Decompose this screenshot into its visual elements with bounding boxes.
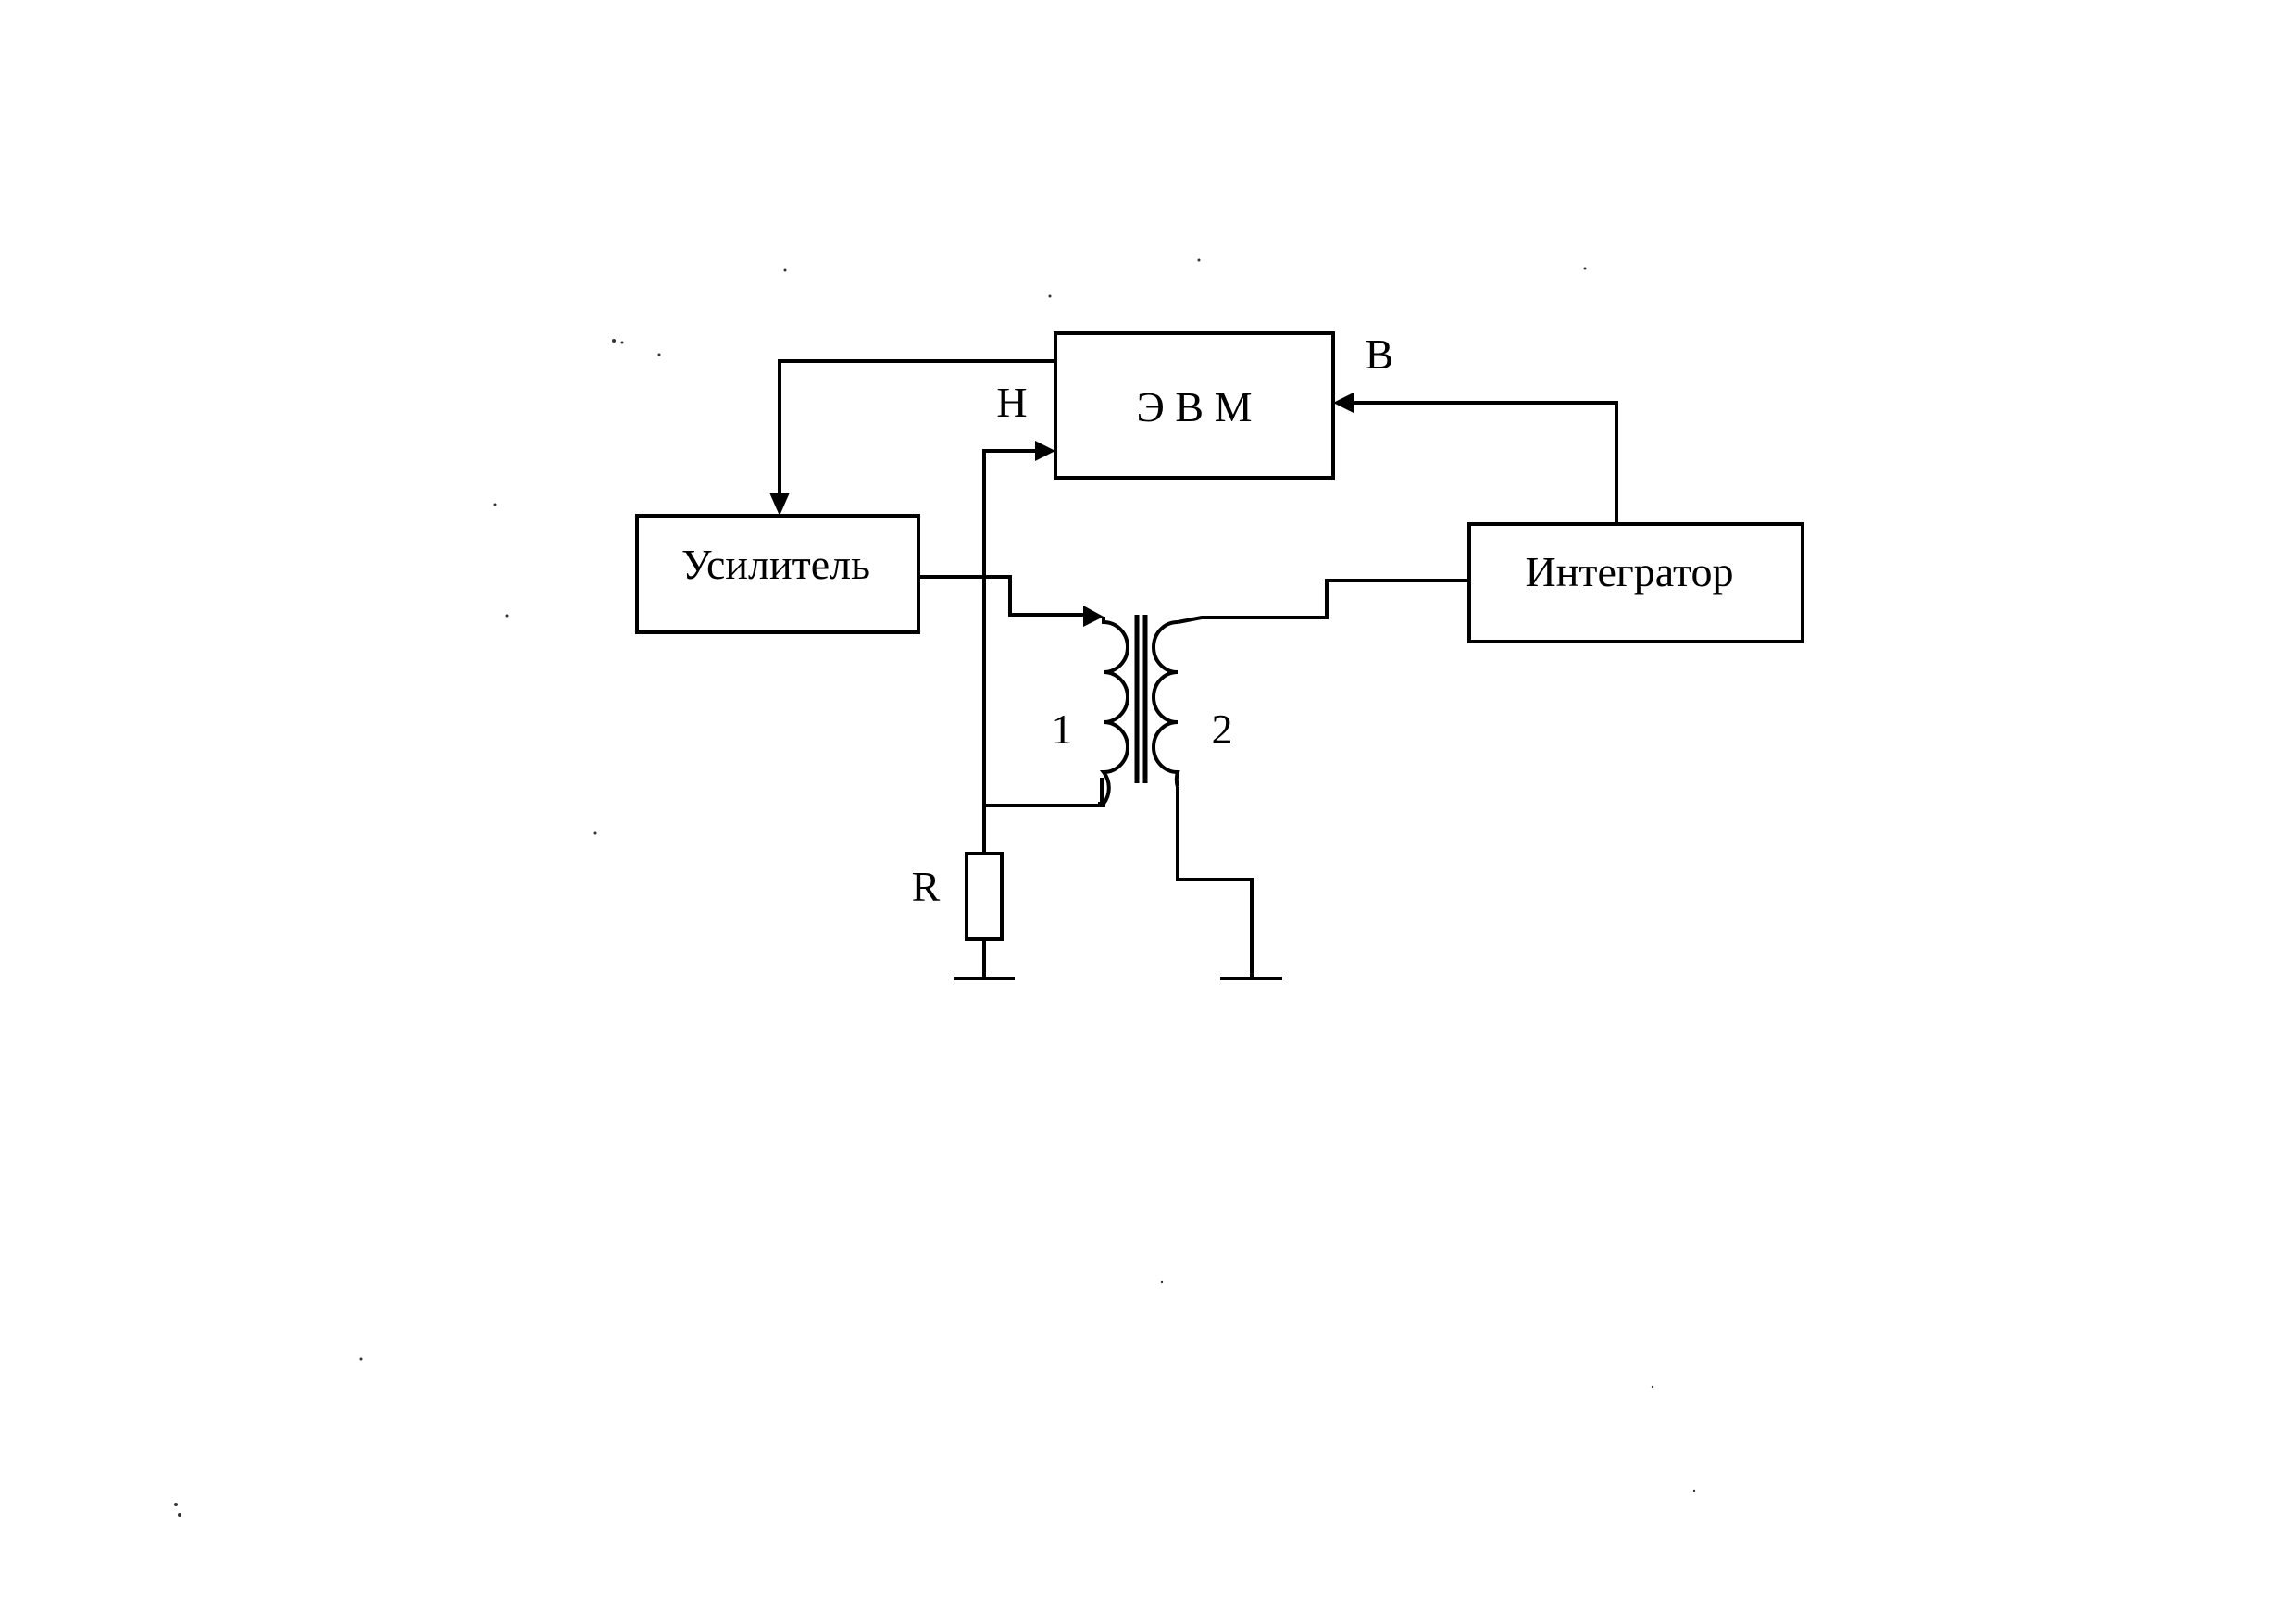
secondary-winding: [1152, 620, 1180, 788]
amplifier-label: Усилитель: [681, 541, 870, 588]
scan-noise: [174, 258, 1696, 1517]
computer-input-h-arrow: [1035, 441, 1055, 461]
amplifier-to-primary-wire: [918, 575, 1085, 617]
primary-input-arrow: [1083, 606, 1104, 627]
resistor-label: R: [912, 863, 941, 910]
resistor-to-computer-wire: [982, 449, 1037, 854]
integrator-label: Интегратор: [1526, 548, 1734, 595]
primary-winding: [1099, 617, 1129, 807]
secondary-winding-label: 2: [1212, 705, 1233, 753]
computer-input-h-label: Н: [996, 379, 1027, 426]
primary-winding-label: 1: [1052, 705, 1073, 753]
computer-input-b-arrow: [1333, 393, 1354, 413]
resistor: [965, 852, 1004, 941]
integrator-to-computer-wire: [1352, 401, 1618, 524]
computer-block: Э В М: [1054, 331, 1335, 480]
amplifier-input-arrow: [769, 493, 790, 516]
computer-label: Э В М: [1137, 383, 1253, 431]
amplifier-block: Усилитель: [635, 514, 920, 634]
computer-to-amplifier-wire: [778, 359, 1055, 500]
integrator-block: Интегратор: [1467, 522, 1804, 643]
computer-input-b-label: В: [1366, 331, 1394, 378]
secondary-to-integrator-wire: [1177, 579, 1469, 624]
secondary-to-ground-wire: [1176, 787, 1254, 977]
primary-to-resistor-wire: [984, 778, 1104, 807]
